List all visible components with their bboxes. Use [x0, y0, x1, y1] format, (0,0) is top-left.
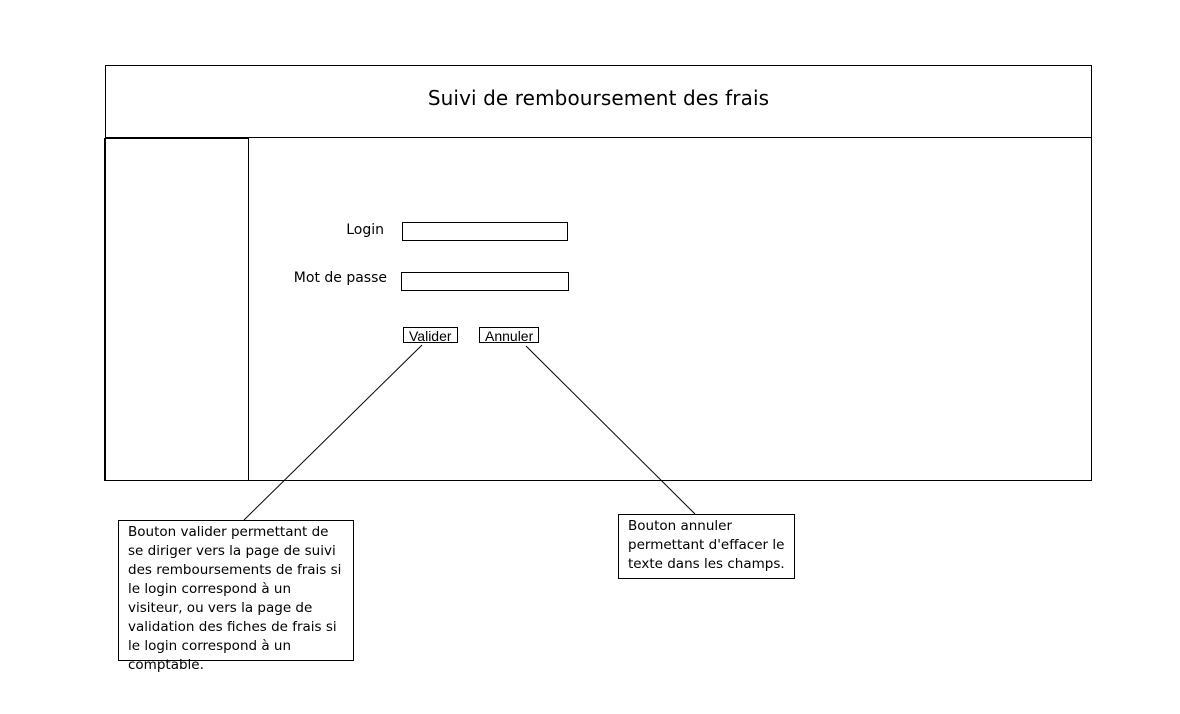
- validate-button[interactable]: Valider: [403, 327, 458, 344]
- login-label: Login: [346, 222, 384, 238]
- validate-button-note: Bouton valider permettant de se diriger …: [118, 520, 354, 673]
- sidebar-panel: [104, 138, 249, 481]
- header-panel: Suivi de remboursement des frais: [105, 65, 1092, 138]
- cancel-button[interactable]: Annuler: [479, 327, 540, 344]
- cancel-button-note: Bouton annuler permettant d'effacer le t…: [618, 514, 795, 579]
- page-title: Suivi de remboursement des frais: [427, 86, 770, 110]
- password-label: Mot de passe: [293, 270, 387, 286]
- main-panel: [105, 137, 1092, 481]
- login-input[interactable]: [402, 222, 568, 241]
- password-input[interactable]: [401, 272, 569, 291]
